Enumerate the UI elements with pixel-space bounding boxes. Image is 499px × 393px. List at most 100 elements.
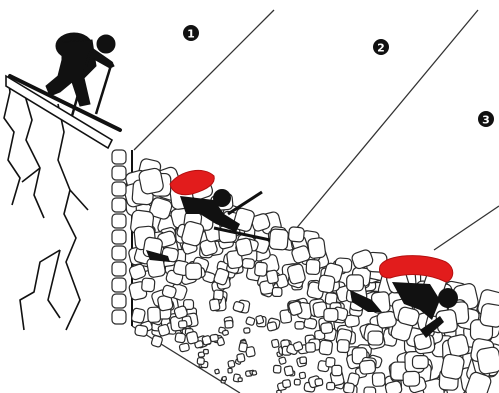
debris-block — [202, 335, 212, 345]
debris-block — [315, 378, 323, 386]
debris-block — [228, 360, 235, 367]
debris-block — [112, 150, 126, 164]
debris-block — [320, 322, 333, 334]
crack-line — [48, 250, 60, 318]
debris-block — [178, 320, 187, 328]
debris-block — [306, 259, 320, 274]
debris-block — [412, 356, 428, 369]
debris-block — [266, 270, 279, 284]
debris-block — [175, 333, 186, 343]
debris-block — [238, 378, 242, 382]
debris-block — [204, 349, 209, 353]
debris-block — [237, 353, 246, 362]
debris-block — [327, 382, 335, 389]
marker-3: 3 — [478, 111, 494, 127]
debris-block — [254, 262, 267, 277]
debris-block — [233, 301, 245, 312]
crack-line — [4, 78, 20, 205]
marker-2: 2 — [373, 39, 389, 55]
debris-block — [148, 307, 161, 322]
debris-block — [364, 387, 376, 393]
cliff — [4, 78, 88, 330]
crack-line — [70, 190, 88, 210]
debris-block — [179, 343, 190, 352]
marker-1: 1 — [183, 25, 199, 41]
debris-block — [244, 328, 251, 334]
crack-line — [58, 104, 80, 330]
debris-block — [197, 358, 204, 365]
debris-block — [413, 333, 432, 351]
debris-block — [368, 331, 383, 345]
debris-block — [372, 373, 385, 387]
debris-block — [112, 198, 126, 212]
debris-block — [318, 275, 336, 294]
debris-block — [359, 360, 376, 375]
debris-block — [294, 379, 300, 385]
debris-block — [112, 166, 126, 180]
debris-block — [131, 308, 146, 324]
debris-block — [151, 335, 163, 348]
debris-block — [186, 331, 199, 344]
crack-line — [20, 250, 60, 330]
debris-block — [242, 258, 255, 269]
debris-block — [112, 214, 126, 228]
debris-block — [252, 371, 257, 376]
slab-line-1 — [134, 10, 274, 150]
debris-block — [271, 339, 279, 348]
debris-block — [112, 246, 126, 260]
debris-block — [214, 290, 224, 300]
debris-block — [306, 342, 316, 352]
debris-block — [279, 357, 287, 365]
debris-block — [324, 308, 338, 321]
debris-block — [225, 320, 233, 328]
debris-block — [186, 263, 202, 280]
debris-block — [141, 278, 155, 292]
debris-block — [403, 371, 420, 386]
debris-block — [112, 278, 126, 292]
debris-block — [299, 372, 306, 379]
debris-block — [295, 322, 304, 329]
marker-3-label: 3 — [482, 114, 490, 127]
debris-block — [479, 303, 499, 328]
skier-head — [438, 288, 458, 308]
debris-block — [112, 182, 126, 196]
debris-block — [440, 353, 465, 380]
debris-block — [288, 227, 304, 243]
debris-block — [138, 167, 164, 195]
debris-block — [284, 366, 294, 376]
debris-block — [255, 315, 264, 324]
skier-head — [97, 35, 115, 53]
slab-line-3 — [434, 206, 499, 250]
debris-block — [332, 365, 342, 375]
debris-block — [215, 369, 220, 374]
debris-block — [246, 317, 256, 326]
debris-block — [343, 382, 354, 393]
debris-block — [209, 299, 220, 311]
debris-block — [282, 379, 291, 387]
crack-line — [24, 92, 44, 218]
debris-block — [222, 330, 228, 336]
debris-block — [269, 229, 289, 250]
debris-block — [112, 294, 126, 308]
debris-block — [158, 324, 171, 337]
debris-block — [300, 357, 307, 364]
debris-block — [267, 321, 277, 331]
debris-block — [319, 340, 333, 355]
debris-block — [235, 238, 253, 257]
debris-block — [135, 325, 149, 337]
debris-block — [112, 310, 126, 324]
debris-block — [476, 346, 499, 375]
debris-block — [337, 340, 349, 353]
debris-block — [273, 365, 281, 373]
debris-block — [272, 288, 282, 297]
debris-block — [347, 275, 364, 291]
marker-1-label: 1 — [187, 28, 195, 41]
airbag-2 — [379, 256, 452, 282]
debris-block — [112, 230, 126, 244]
debris-block — [228, 368, 232, 373]
debris-block — [222, 376, 227, 380]
marker-2-label: 2 — [377, 42, 385, 55]
debris-block — [239, 342, 248, 352]
debris-block — [112, 262, 126, 276]
